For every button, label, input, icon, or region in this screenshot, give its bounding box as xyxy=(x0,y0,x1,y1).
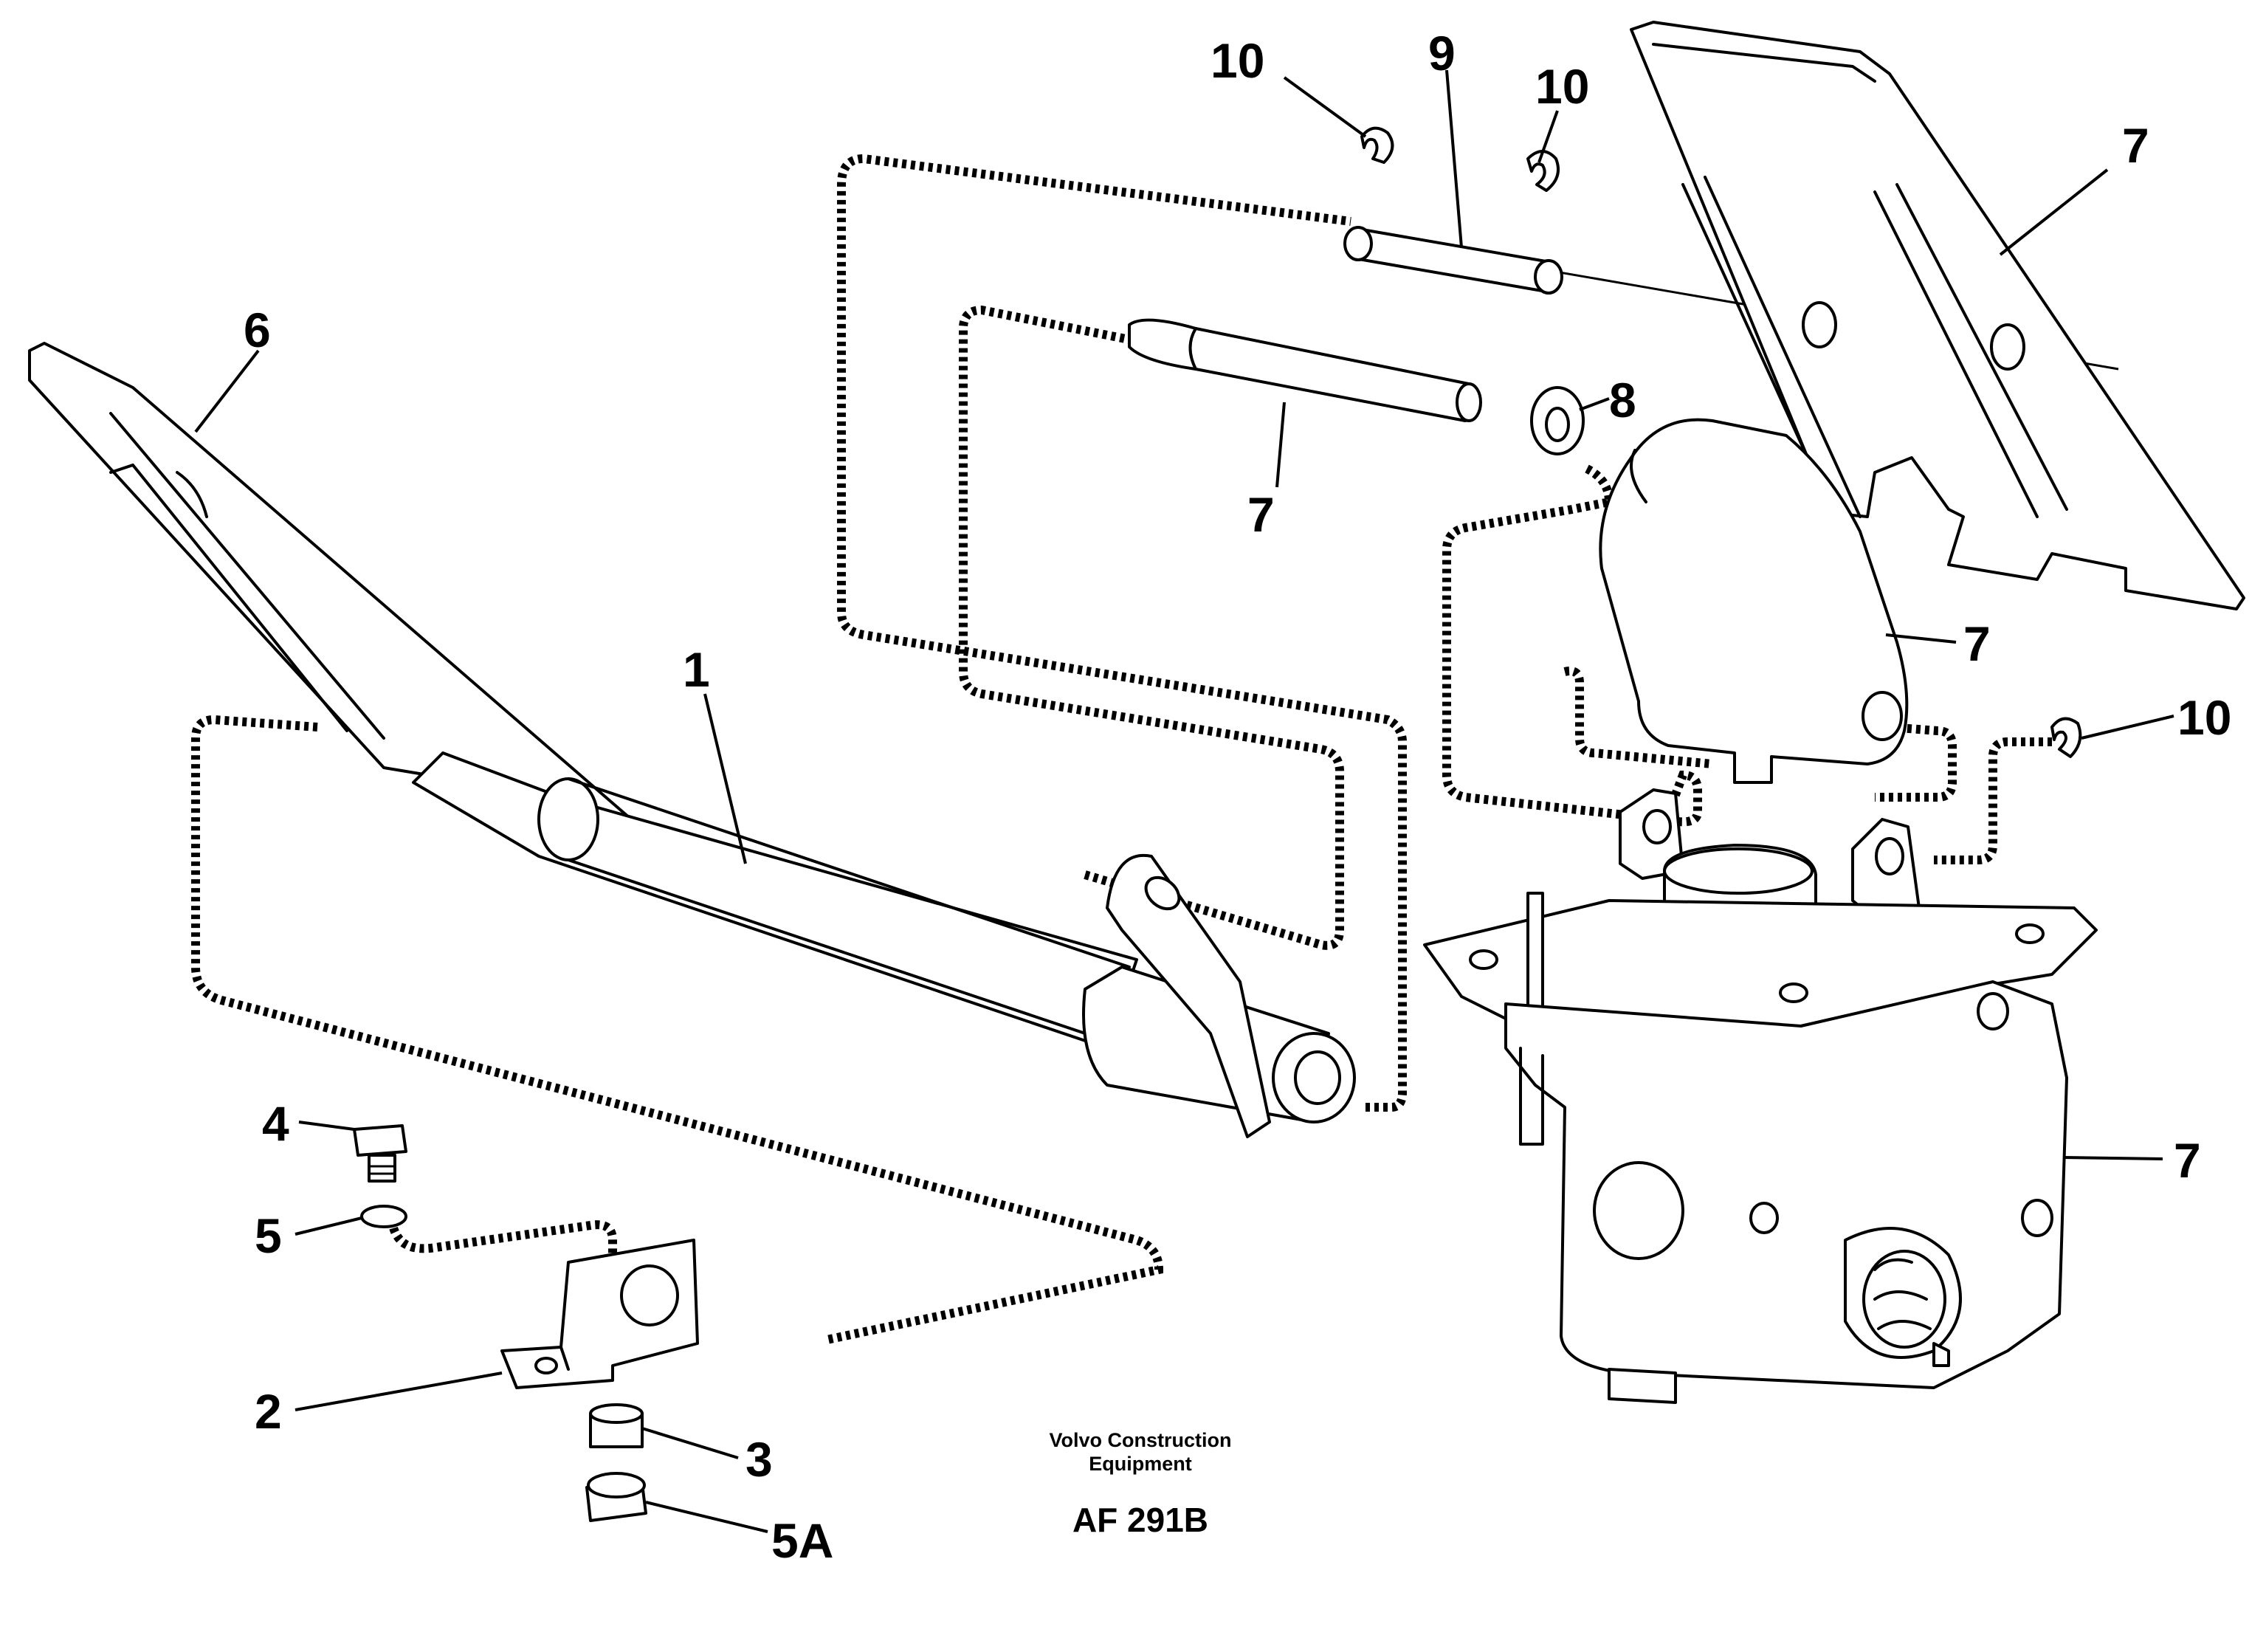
spacer xyxy=(589,1403,644,1448)
callout-1: 1 xyxy=(683,642,710,697)
callout-4: 4 xyxy=(262,1096,289,1151)
callout-6: 6 xyxy=(244,303,271,357)
clip-10-middle xyxy=(1526,150,1560,192)
clip-10-right xyxy=(2050,717,2082,758)
callout-9: 9 xyxy=(1428,26,1456,80)
assembly-line-pedal xyxy=(191,715,1164,1344)
callout-7-pedal-pad: 7 xyxy=(2122,118,2149,173)
stop-bracket xyxy=(500,1239,699,1389)
pin-9 xyxy=(1343,226,1563,295)
callout-8: 8 xyxy=(1609,373,1636,427)
callout-7-arm: 7 xyxy=(1963,616,1991,671)
assembly-line-shaft-upper xyxy=(837,154,1407,1112)
callout-10-right: 10 xyxy=(2177,690,2231,745)
pedal-pin xyxy=(1128,318,1482,422)
washer-8 xyxy=(1530,386,1585,455)
brake-valve xyxy=(1423,788,2098,1404)
callout-7-valve: 7 xyxy=(2174,1133,2201,1188)
caption-company-line2: Equipment xyxy=(1089,1453,1192,1475)
caption-drawing-code: AF 291B xyxy=(1072,1501,1208,1539)
nut-5a xyxy=(585,1472,647,1522)
clip-10-left xyxy=(1360,126,1394,164)
assembly-line-arm-right xyxy=(1875,723,1957,802)
washer-5 xyxy=(360,1205,407,1228)
pedal-shaft xyxy=(412,751,1356,1138)
assembly-line-washer xyxy=(1442,464,1702,836)
callout-5: 5 xyxy=(255,1208,282,1263)
callout-2: 2 xyxy=(255,1384,282,1439)
callout-3: 3 xyxy=(745,1432,773,1487)
valve-arm xyxy=(1599,418,1909,784)
caption-company-line1: Volvo Construction xyxy=(1050,1429,1232,1451)
leader-lines xyxy=(194,69,2174,1533)
callout-7-pin: 7 xyxy=(1247,487,1275,542)
callout-5a: 5A xyxy=(771,1513,833,1568)
callout-10-left: 10 xyxy=(1211,33,1264,88)
callout-10-middle: 10 xyxy=(1535,59,1589,114)
assembly-line-clip xyxy=(1934,737,2052,864)
assembly-line-bolt xyxy=(387,1210,617,1255)
bolt xyxy=(353,1124,407,1183)
